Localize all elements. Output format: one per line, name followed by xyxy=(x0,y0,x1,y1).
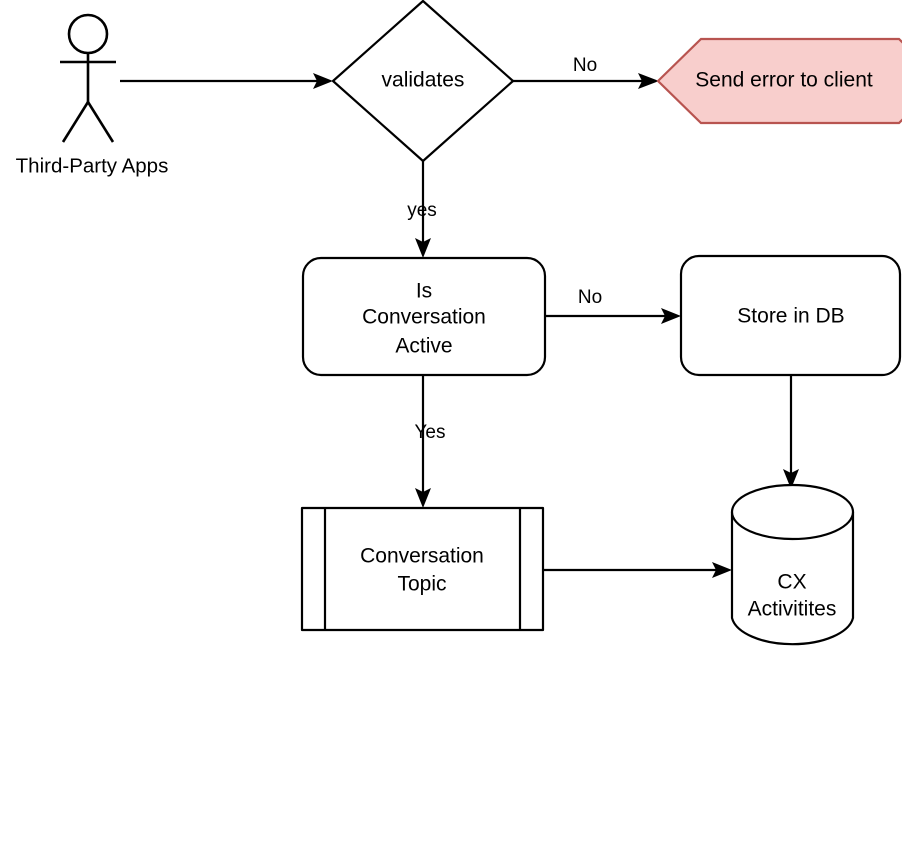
edge-active-to-store-arrowhead xyxy=(661,308,681,324)
edge-validates-to-is-conversation-active: yes xyxy=(407,161,437,258)
node-third-party-apps[interactable]: Third-Party Apps xyxy=(16,13,169,177)
actor-right-leg-icon xyxy=(86,101,115,143)
store-in-db-label: Store in DB xyxy=(737,305,844,328)
send-error-hexagon-shape xyxy=(656,37,902,125)
actor-head-icon xyxy=(67,13,109,55)
node-store-in-db[interactable]: Store in DB xyxy=(679,254,902,377)
edge-validates-to-send-error: No xyxy=(513,55,659,89)
cx-activities-label-line1: CX xyxy=(777,571,806,594)
edge-actor-to-validates xyxy=(120,73,333,89)
cx-activities-label-line2: Activitites xyxy=(748,598,837,621)
conversation-topic-label-line1: Conversation xyxy=(360,545,484,568)
edge-actor-to-validates-arrowhead xyxy=(313,73,333,89)
edge-active-to-store-in-db: No xyxy=(545,287,681,324)
edge-active-to-conversation-topic: Yes xyxy=(415,375,446,508)
edge-validates-to-send-error-label: No xyxy=(573,55,597,76)
node-cx-activities[interactable]: CX Activitites xyxy=(730,483,855,646)
cx-activities-cylinder-top xyxy=(730,483,855,541)
node-is-conversation-active[interactable]: Is Conversation Active xyxy=(301,256,547,377)
edge-validates-to-active-arrowhead xyxy=(415,238,431,258)
cx-activities-cylinder-body xyxy=(730,510,855,646)
is-conversation-active-label-line3: Active xyxy=(395,335,452,358)
edge-active-to-store-label: No xyxy=(578,287,602,308)
edge-validates-to-active-label: yes xyxy=(407,200,437,221)
edge-active-to-topic-label: Yes xyxy=(415,422,446,443)
edge-conversation-topic-to-cx-activities xyxy=(543,562,732,578)
actor-left-leg-icon xyxy=(61,101,90,143)
edge-store-in-db-to-cx-activities xyxy=(783,375,799,489)
validates-label: validates xyxy=(382,69,465,92)
is-conversation-active-label-line1: Is xyxy=(416,280,432,303)
is-conversation-active-label-line2: Conversation xyxy=(362,306,486,329)
edge-active-to-topic-arrowhead xyxy=(415,488,431,508)
send-error-label: Send error to client xyxy=(695,69,873,92)
edge-topic-to-cx-arrowhead xyxy=(712,562,732,578)
node-validates[interactable]: validates xyxy=(331,0,515,163)
conversation-topic-shape xyxy=(300,506,545,632)
node-send-error-to-client[interactable]: Send error to client xyxy=(656,37,902,125)
conversation-topic-label-line2: Topic xyxy=(397,573,446,596)
actor-label: Third-Party Apps xyxy=(16,154,169,177)
edge-validates-to-send-error-arrowhead xyxy=(638,73,659,89)
edge-store-to-cx-arrowhead xyxy=(783,469,799,489)
node-conversation-topic[interactable]: Conversation Topic xyxy=(300,506,545,632)
